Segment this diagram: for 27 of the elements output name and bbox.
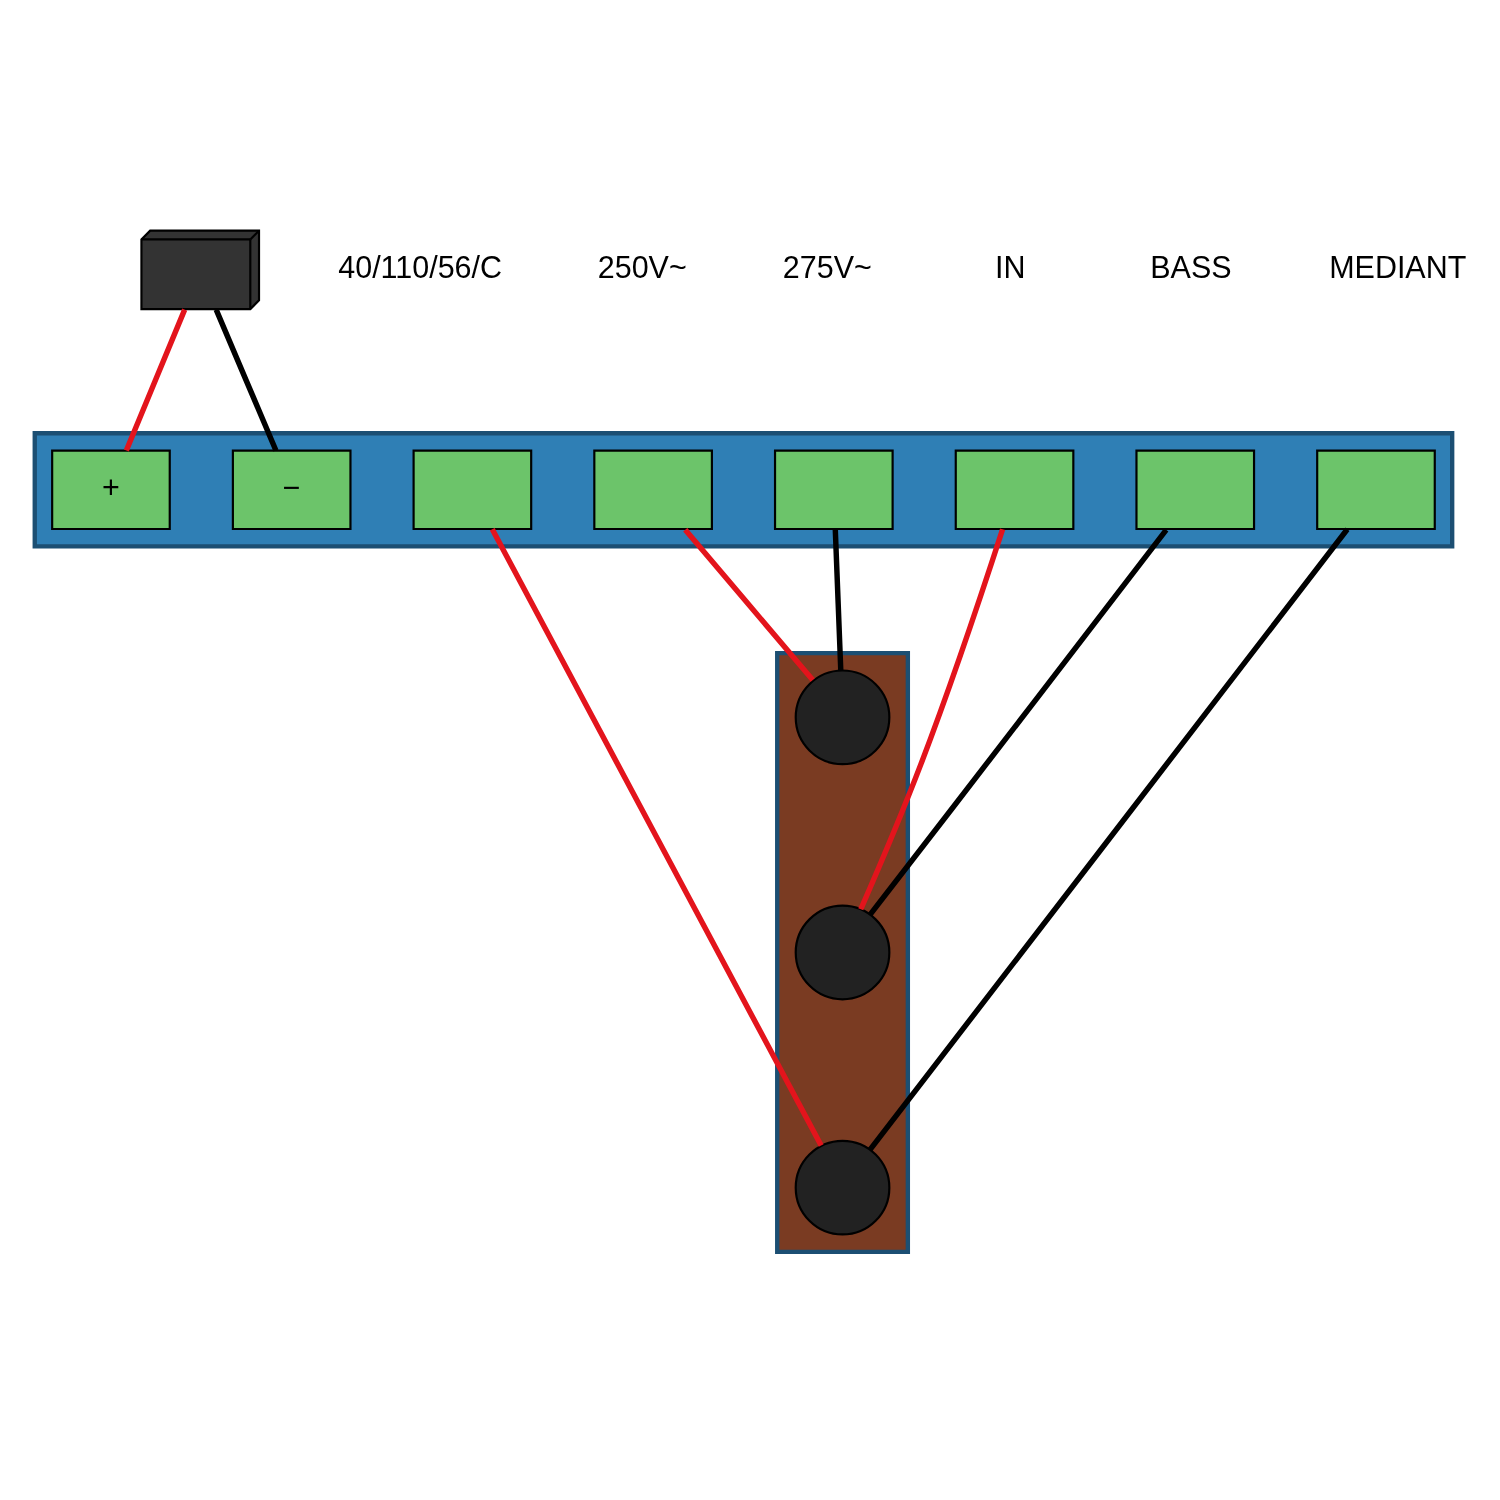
connector [683,528,815,682]
connector [832,529,844,671]
node-box [773,449,894,531]
node-box [954,449,1075,531]
node-box [1135,449,1256,531]
connector [123,308,188,452]
connector [858,528,1006,911]
cluster [775,650,911,1255]
node-box [593,449,713,531]
connector [213,308,279,452]
connector [867,527,1350,1152]
label: 250V~ [597,249,687,284]
node-circle [794,669,891,766]
label: IN [994,249,1026,284]
node-box: − [231,449,352,531]
label: MEDIANT [1329,249,1467,284]
connector [489,528,824,1147]
node-box: + [51,449,171,531]
label: 275V~ [782,249,872,284]
cluster [32,431,1455,549]
label: 40/110/56/C [338,249,503,284]
label: BASS [1150,249,1232,284]
node-box [1316,449,1436,531]
connector [867,528,1169,917]
node-box [412,449,533,531]
node-circle [794,1139,891,1236]
node-circle [794,904,891,1001]
